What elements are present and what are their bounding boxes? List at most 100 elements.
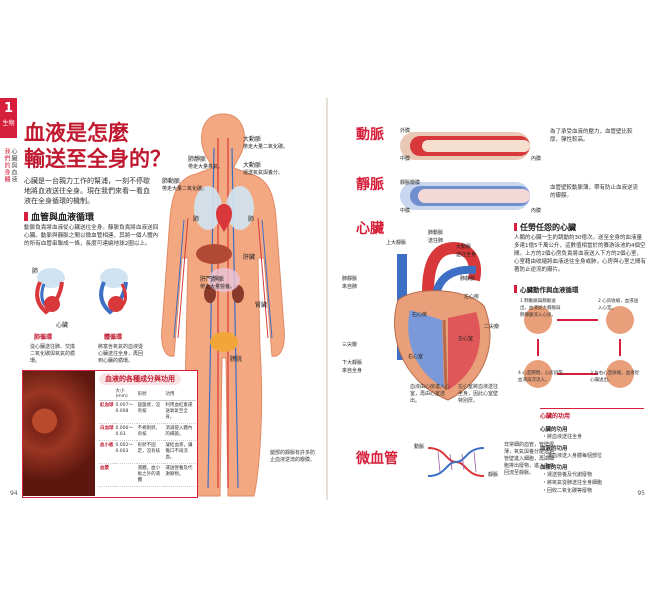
left-page: 1 生物 我們的身體 心臟與血液 血液是怎麼 輸送至全身的？ 心臟是一台親力工作… [0,98,327,500]
blood-cell-size: 0.006～0.03 [114,423,137,441]
bladder-organ [210,332,238,352]
heart-pulmonary-artery [432,265,477,296]
circulation-mini-diagram [35,268,128,315]
artery-inner-label: 內膜 [531,156,542,162]
capillary-net [437,451,477,473]
blood-cell-name: 白血球 [99,423,115,441]
artery-desc: 為了承受血液的壓力，血管壁比較厚，彈性較高。 [550,129,633,143]
liver-label: 肝臟 [243,254,256,261]
heart-rv-label: 右心室 [408,354,424,360]
pulmonary-vein-desc: 帶走大量氧氣。 [188,164,224,170]
cycle-heart-1 [524,306,552,334]
title-line-2: 輸送至全身的？ [24,147,171,171]
blood-th-2: 形狀 [136,387,165,401]
vein-title: 靜脈 [356,177,384,193]
arm-arteries [177,217,269,339]
pulmonary-circulation-label: 肺循環 [34,334,53,341]
blood-th-0 [99,387,115,401]
blood-cell-shape: 不規則狀，有核 [136,423,165,441]
cycle-step-4: 4 心室關閉，心房舒張，血液再次流入。 [518,371,568,383]
blood-cell-func: 凝結血液，讓傷口不再流血。 [164,440,196,464]
list-item: ・將血液送往全身 [542,434,583,440]
mini-heart-systemic [108,296,124,312]
mini-lung-pulmonary [37,268,65,288]
function-box-heading: 心臟的功用 [540,413,571,420]
aorta2-desc: 運送氧氣與養分。 [243,170,284,176]
right-page-number: 95 [637,490,645,497]
heart-right-side [408,310,444,388]
heart-lower-vc-label: 下大靜脈 [342,360,363,366]
portal-vein-label: 肝門靜脈 [200,276,225,283]
bladder-label: 膀胱 [230,356,243,363]
lung-right-label: 肺 [248,216,255,223]
heart-lv-label: 左心室 [458,336,474,342]
blood-cell-size: 0.007～0.008 [114,400,137,424]
vein-middle-label: 中膜 [400,208,411,214]
blood-th-3: 功用 [164,387,196,401]
lung-left-label: 肺 [193,216,200,223]
blood-cell-shape: 圓盤狀，沒有核 [136,400,165,424]
section-heading: 血管與血液循環 [24,210,94,223]
arm-veins [173,219,273,339]
aorta-label: 大動脈 [243,136,262,143]
cycle-heart-3 [606,360,634,388]
capillary-desc: 非常細的血管，管壁很薄，氧氣與養分能透過管壁進入細胞，再由細胞排出廢物，進入血液… [504,442,555,476]
blood-cells-image [23,371,95,496]
artery-title: 動脈 [356,127,384,143]
heart-pulmonary-artery-label: 肺動脈 [428,230,444,236]
table-row: 血漿 液體，血小板之外的液體 運送營養及代謝廢物。 [99,463,196,487]
heart-diagram [394,241,491,401]
heart-septum-desc: 血液由心房進入心室，再由心室送出。 [410,384,451,404]
table-row: 紅血球 0.007～0.008 圓盤狀，沒有核 利用血紅素運送氧氣至全身。 [99,400,196,424]
vein-desc: 血管壁較動脈薄，帶有防止血液逆流的瓣膜。 [550,185,639,199]
intro-text: 心臟是一台親力工作的幫浦，一刻不停歇地將血液送往全身。現在我們來看一看血液在全身… [24,177,150,205]
capillary-diagram [427,447,485,477]
blood-th-1: 大小(mm) [114,387,137,401]
function-group-3-title: 血漿的功用 [540,465,568,471]
vein-inner-layer [418,189,530,203]
list-item: ・讓血液送入身體每個部位 [542,453,603,459]
systemic-desc: 將富含氧氣的血液從心臟送往全身，再回到心臟的循環。 [98,344,144,364]
blood-cell-func: 消滅侵入體內的細菌。 [164,423,196,441]
intestine-organ [208,268,240,292]
artery-outer-label: 外膜 [400,128,411,134]
table-row: 白血球 0.006～0.03 不規則狀，有核 消滅侵入體內的細菌。 [99,423,196,441]
cycle-arrows [537,319,621,375]
pulmonary-desc: 從心臟送往肺、交換二氧化碳與氧氣的循環。 [30,344,76,364]
vein-inner-label: 內膜 [531,208,542,214]
heart-left-side [448,312,481,390]
heart-from-lung-left: 來自肺 [342,284,358,290]
cycle-step-3: 3 左右心室收縮，血液從心臟送出。 [590,371,640,383]
vein-valve-label: 靜脈瓣膜 [400,180,421,186]
page-title: 血液是怎麼 輸送至全身的？ [24,120,171,172]
kidney-label: 腎臟 [255,302,268,309]
blood-cell-name: 紅血球 [99,400,115,424]
heart-pulmonary-vein-right: 肺靜脈 [460,276,476,282]
tireless-heart-body: 人類的心臟一生約跳動約30億次。送至全身的血液量多達1億5千萬公升，這數值相當於… [514,235,647,273]
right-page: 動脈 外膜 中膜 內膜 為了承受血液的壓力，血管壁比較厚，彈性較高。 靜脈 靜脈… [328,98,655,500]
capillary-vein-label: 靜脈 [488,472,499,478]
blood-cell-size [114,463,137,487]
cycle-step-1: 1 肺動脈與靜脈送出，血液從大靜脈與肺靜脈流入心房。 [520,299,561,318]
kidney-left [204,285,216,303]
artery-diagram [400,132,530,160]
vein-diagram [400,182,530,210]
lung-right [226,186,254,230]
cycle-heart-2 [606,306,634,334]
blood-table: 大小(mm) 形狀 功用 紅血球 0.007～0.008 圓盤狀，沒有核 利用血… [99,387,196,487]
cycle-heart-4 [524,360,552,388]
limb-note: 腿部的靜脈有許多防止血液逆流的瓣膜。 [270,450,316,463]
heart-ra-label: 右心房 [412,312,428,318]
heart-aorta [422,241,481,293]
blood-cell-func: 利用血紅素運送氧氣至全身。 [164,400,196,424]
aorta-desc: 帶走大量二氧化碳。 [243,144,289,150]
cycle-title: 心臟動作與血液循環 [514,284,579,294]
blood-cell-name: 血小板 [99,440,115,464]
blood-cell-func: 運送營養及代謝廢物。 [164,463,196,487]
liver-organ [196,244,232,264]
blood-cell-shape: 形狀不固定，沒有核 [136,440,165,464]
portal-vein-desc: 帶走大量營養。 [200,284,236,290]
chapter-text: 生物 [2,120,15,127]
mini-heart-label: 心臟 [56,322,69,329]
left-page-number: 94 [10,490,18,497]
